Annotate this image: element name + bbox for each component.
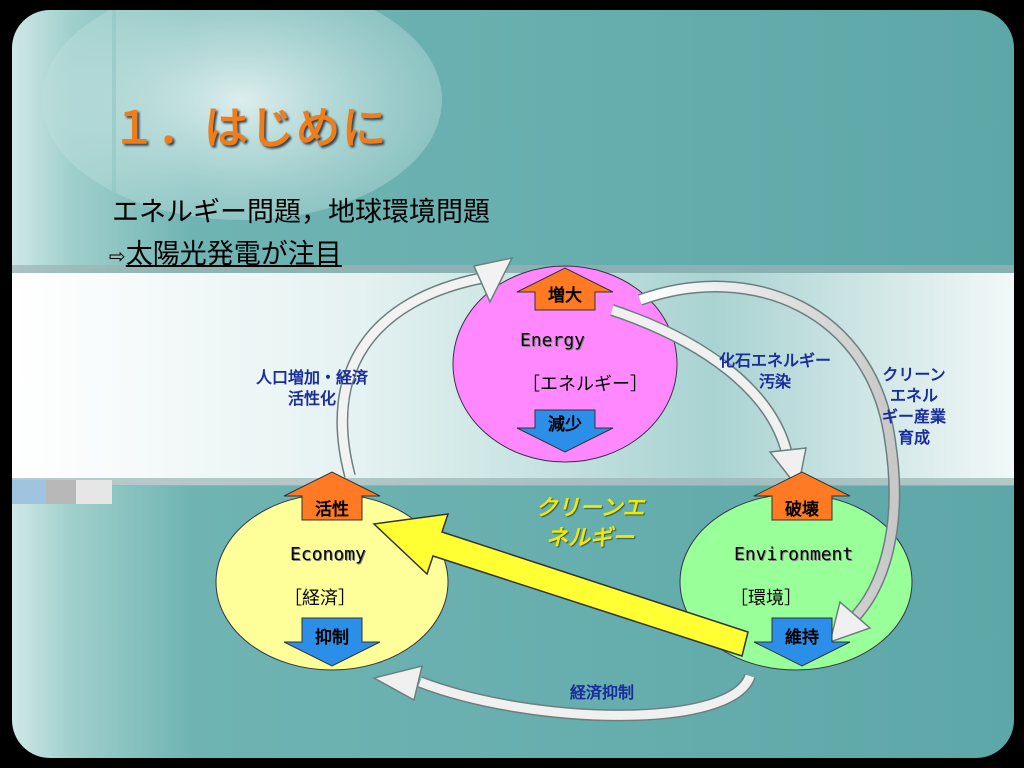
outline-right-arrow-icon: ⇨	[109, 244, 126, 268]
intro-solar: ⇨太陽光発電が注目	[109, 232, 342, 271]
population-label-line2: 活性化	[287, 389, 336, 408]
decor-line-top	[12, 265, 1014, 273]
intro-problems: エネルギー問題，地球環境問題	[112, 197, 490, 228]
decor-line-bottom	[12, 478, 1014, 486]
clean-industry-label-line1: クリーン	[882, 365, 946, 384]
energy-up-label: 増大	[548, 286, 582, 306]
population-label-line1: 人口増加・経済	[255, 368, 368, 387]
econ-restraint-label: 経済抑制	[569, 683, 634, 702]
environment-down-arrow	[753, 617, 851, 667]
environment-name: Environment	[734, 544, 854, 565]
environment-up-label: 破壊	[785, 500, 819, 520]
clean-industry-label-line4: 育成	[897, 428, 930, 447]
economy-name: Economy	[290, 544, 366, 565]
econ-restraint-arrow	[418, 674, 755, 720]
energy-up-arrow	[516, 267, 614, 311]
fossil-label: 化石エネルギー 汚染	[700, 350, 850, 392]
decor-block-blue	[12, 480, 46, 504]
clean-energy-arrow	[372, 513, 749, 657]
environment-jp: ［環境］	[730, 588, 802, 609]
clean-industry-arrow	[638, 282, 899, 624]
population-arrow	[337, 273, 483, 478]
environment-up-arrow	[753, 471, 851, 521]
clean-industry-label-line3: ギー産業	[881, 407, 946, 426]
economy-down-arrow	[283, 617, 381, 667]
fossil-label-line2: 汚染	[758, 372, 791, 391]
fossil-arrow	[610, 305, 792, 456]
clean-energy-label-line2: ネルギー	[545, 526, 634, 551]
energy-down-label: 減少	[548, 415, 582, 435]
clean-industry-label: クリーン エネル ギー産業 育成	[864, 364, 964, 448]
economy-down-label: 抑制	[315, 628, 349, 648]
intro-solar-text: 太陽光発電が注目	[125, 239, 342, 270]
cycle-diagram	[215, 256, 913, 722]
economy-jp: ［経済］	[284, 588, 356, 609]
energy-jp: ［エネルギー］	[522, 374, 648, 395]
decor-block-grey	[46, 480, 76, 504]
clean-energy-label-line1: クリーンエ	[535, 496, 645, 521]
energy-down-arrow	[516, 409, 614, 453]
economy-up-label: 活性	[315, 500, 349, 520]
fossil-label-line1: 化石エネルギー	[718, 351, 831, 370]
economy-up-arrow	[283, 471, 381, 521]
population-arrow-head	[472, 256, 514, 304]
clean-industry-label-line2: エネル	[889, 386, 938, 405]
econ-restraint-arrow-head	[371, 664, 424, 702]
population-label: 人口増加・経済 活性化	[232, 367, 392, 409]
decor-circle	[42, 10, 442, 220]
energy-name: Energy	[520, 330, 586, 351]
clean-energy-label: クリーンエ ネルギー	[520, 494, 660, 554]
decor-block-light	[76, 480, 112, 504]
slide: １．はじめに エネルギー問題，地球環境問題 ⇨太陽光発電が注目	[12, 10, 1014, 758]
clean-industry-arrow-head	[828, 600, 872, 644]
slide-title: １．はじめに	[112, 103, 388, 154]
environment-down-label: 維持	[785, 628, 819, 648]
